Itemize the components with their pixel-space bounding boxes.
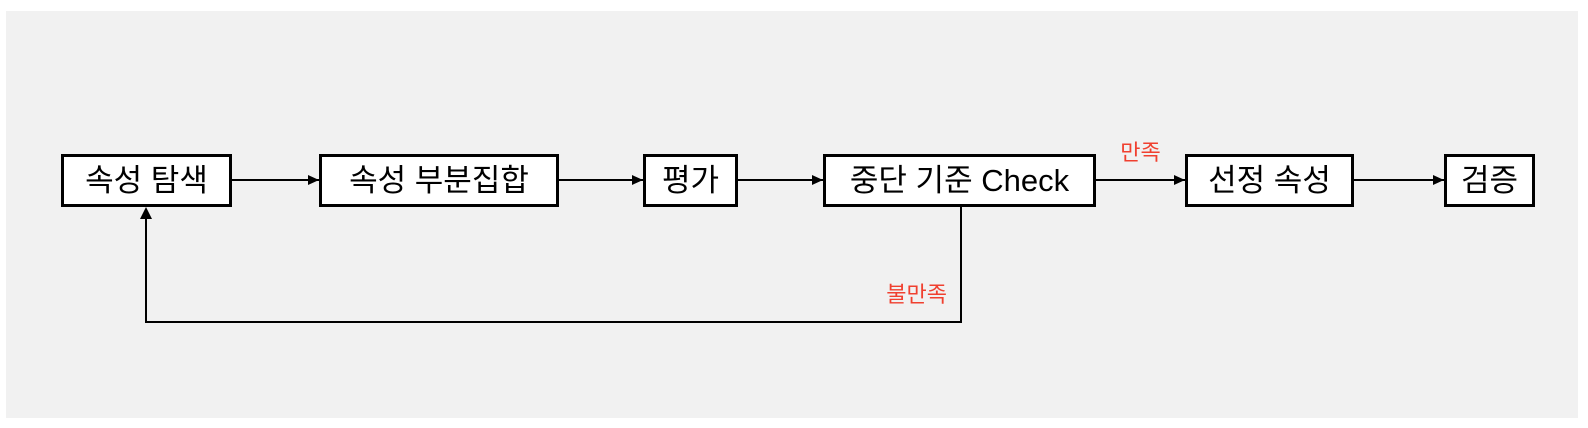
arrow-search-to-subset-icon <box>232 179 319 181</box>
node-validation: 검증 <box>1444 154 1535 207</box>
diagram-canvas: 속성 탐색 속성 부분집합 평가 중단 기준 Check 선정 속성 검증 만족… <box>6 11 1578 418</box>
node-selected-attributes: 선정 속성 <box>1185 154 1354 207</box>
node-evaluation: 평가 <box>643 154 738 207</box>
node-stop-criterion-check: 중단 기준 Check <box>823 154 1096 207</box>
feedback-line-up <box>145 215 147 323</box>
arrow-selected-to-validation-icon <box>1354 179 1444 181</box>
arrow-check-to-selected-icon <box>1096 179 1185 181</box>
feedback-line-down <box>960 207 962 323</box>
feedback-line-bottom <box>145 321 962 323</box>
node-attribute-subset: 속성 부분집합 <box>319 154 559 207</box>
edge-label-unsatisfied: 불만족 <box>886 282 947 307</box>
arrow-evaluation-to-check-icon <box>738 179 823 181</box>
feedback-arrowhead-up-icon <box>140 207 152 219</box>
node-attribute-search: 속성 탐색 <box>61 154 232 207</box>
edge-label-satisfied: 만족 <box>1120 140 1161 165</box>
arrow-subset-to-evaluation-icon <box>559 179 643 181</box>
